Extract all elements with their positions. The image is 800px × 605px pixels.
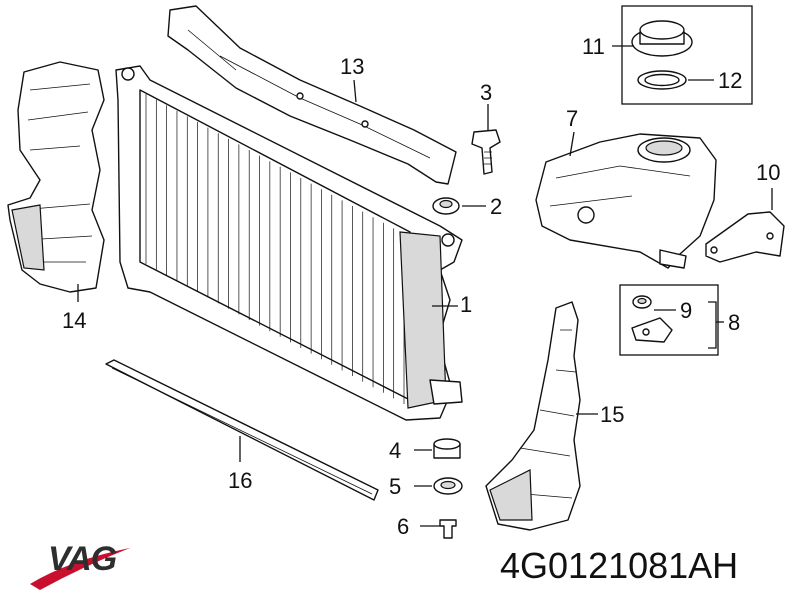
callout-6: 6 [397, 514, 409, 539]
callout-5: 5 [389, 474, 401, 499]
vag-logo-text: VAG [48, 540, 117, 578]
radiator-fins [145, 94, 405, 404]
part-6-screw[interactable] [439, 519, 457, 539]
part-2-rubber-mount[interactable] [432, 197, 460, 215]
part-12-cap-seal[interactable] [637, 70, 687, 90]
part-3-bolt[interactable] [471, 129, 501, 175]
part-10-bracket[interactable] [705, 211, 785, 263]
callout-11: 11 [582, 34, 605, 59]
callout-14: 14 [62, 308, 86, 333]
part-8-clip[interactable] [631, 317, 673, 343]
part-9-grommet[interactable] [632, 295, 652, 309]
callout-12: 12 [718, 68, 742, 93]
part-13-upper-carrier[interactable] [167, 5, 457, 185]
callout-3: 3 [480, 80, 492, 105]
part-7-expansion-tank[interactable] [535, 133, 717, 269]
part-number: 4G0121081AH [500, 545, 739, 586]
callout-16: 16 [228, 468, 252, 493]
part-5-ring[interactable] [433, 477, 463, 495]
callout-9: 9 [680, 298, 692, 323]
part-15-right-air-guide[interactable] [485, 301, 581, 531]
callout-2: 2 [490, 194, 502, 219]
part-11-filler-cap[interactable] [631, 20, 693, 57]
callout-1: 1 [460, 292, 472, 317]
grommet-group-box [619, 284, 719, 356]
part-1-radiator[interactable] [115, 65, 463, 421]
callout-4: 4 [389, 438, 401, 463]
part-14-left-air-guide[interactable] [7, 61, 105, 293]
part-16-seal-strip[interactable] [105, 359, 379, 501]
callout-labels: 1 2 3 4 5 6 7 8 9 10 11 12 13 14 15 16 [62, 34, 780, 539]
callout-7: 7 [566, 106, 578, 131]
callout-13: 13 [340, 54, 364, 79]
cap-group-box [621, 5, 753, 105]
vag-logo-swoosh [30, 548, 130, 590]
callout-8: 8 [728, 310, 740, 335]
callout-15: 15 [600, 402, 624, 427]
callout-10: 10 [756, 160, 780, 185]
leader-lines [77, 45, 773, 527]
part-4-bushing[interactable] [433, 438, 461, 459]
